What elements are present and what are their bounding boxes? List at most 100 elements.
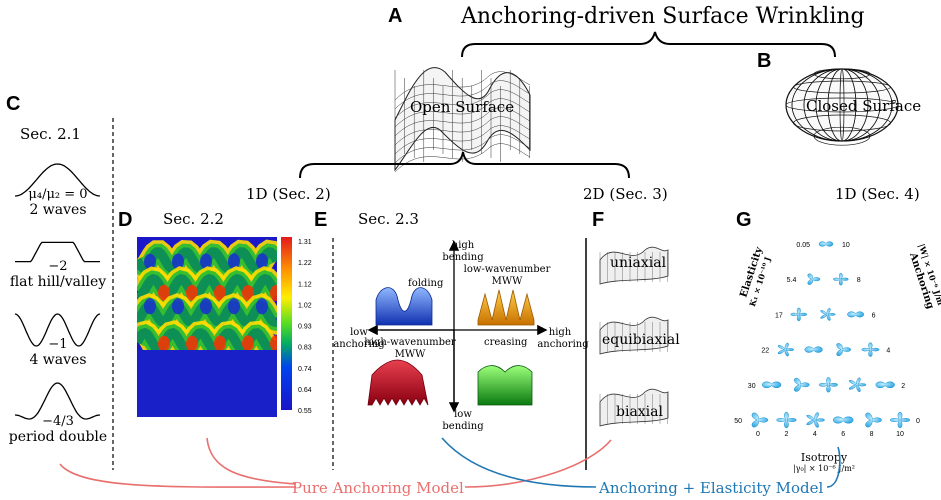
profile-curve [15, 241, 100, 263]
panel-letter-e: E [314, 209, 327, 231]
wrinkle-shape [865, 412, 882, 428]
colorbar-tick: 1.22 [298, 260, 312, 267]
right-tick: 10 [842, 242, 850, 249]
bottom-tick: 2 [784, 431, 788, 438]
wrinkle-shape [818, 241, 834, 247]
profile-label: period double [9, 429, 107, 445]
wrinkle-shape [832, 416, 854, 424]
profile-curve [14, 313, 101, 347]
wrinkle-shape [777, 342, 795, 357]
colorbar-tick: 1.12 [298, 281, 312, 288]
closed-surface-sphere [785, 68, 899, 146]
dim-brace [299, 151, 630, 179]
bottom-tick: 10 [896, 431, 904, 438]
wrinkle-shape [804, 346, 823, 353]
low-mww-shape [477, 289, 535, 326]
top-brace [461, 31, 836, 58]
wrinkle-shape [807, 273, 821, 285]
bottom-tick: 0 [756, 431, 760, 438]
wrinkle-shape [820, 307, 836, 321]
panel-letter-g: G [736, 209, 752, 231]
wrinkle-shape [836, 343, 852, 357]
colorbar-tick: 0.74 [298, 366, 312, 373]
profile-label: 2 waves [29, 202, 86, 218]
wrinkle-shape [806, 412, 826, 428]
panel-letter-b: B [757, 50, 771, 72]
right-tick: 8 [857, 277, 861, 284]
uniaxial-label: uniaxial [610, 255, 667, 271]
left-tick: 30 [748, 383, 756, 390]
anchoring-axis-label: Anchoring|W| × 10⁻⁶ J/m² [905, 242, 941, 313]
branch-2d-label: 2D (Sec. 3) [583, 185, 668, 203]
strain-meshes [599, 246, 669, 427]
panel-letter-d: D [118, 209, 132, 231]
panel-letter-f: F [592, 209, 604, 231]
right-tick: 0 [916, 418, 920, 425]
wrinkle-shape [832, 272, 849, 286]
wrinkle-shape [889, 411, 911, 429]
colorbar-tick: 1.31 [298, 239, 312, 246]
colorbar-tick: 1.02 [298, 302, 312, 309]
wrinkle-shape [861, 342, 880, 357]
profile-ratio: −2 [48, 259, 67, 274]
profile-curve [14, 382, 101, 420]
wrinkle-shape [818, 377, 839, 393]
left-tick: 50 [734, 418, 742, 425]
pure-model-connectors [59, 437, 612, 488]
elastic-model-connectors [441, 437, 841, 488]
isotropy-axis-label: Isotropy|γ₀| × 10⁻⁶ J/m² [793, 451, 855, 473]
equibiaxial-label: equibiaxial [602, 332, 680, 348]
profile-ratio: −4/3 [42, 414, 74, 429]
diagram-title: Anchoring-driven Surface Wrinkling [460, 4, 865, 29]
colorbar [281, 237, 292, 410]
branch-1d-label: 1D (Sec. 2) [246, 185, 331, 203]
wrinkle-shape [793, 377, 810, 392]
heatmap [137, 237, 277, 417]
colorbar-ticks: 1.311.221.121.020.930.830.740.640.55 [298, 239, 312, 415]
profile-label: flat hill/valley [10, 274, 106, 290]
right-tick: 2 [901, 383, 905, 390]
panel-letter-c: C [6, 93, 20, 115]
open-surface-mesh [394, 67, 531, 173]
left-tick: 17 [775, 312, 783, 319]
creasing-shape [477, 365, 533, 406]
wrinkle-shape [790, 307, 808, 322]
right-tick: 4 [886, 348, 890, 355]
bottom-tick: 4 [813, 431, 817, 438]
biaxial-label: biaxial [616, 404, 664, 420]
colorbar-tick: 0.64 [298, 387, 312, 394]
high-mww-shape [367, 359, 429, 406]
sec4-label: 1D (Sec. 4) [835, 185, 920, 203]
right-tick: 6 [872, 312, 876, 319]
folding-shape [375, 287, 433, 326]
elastic-model-label: Anchoring + Elasticity Model [598, 479, 823, 497]
folding-label: folding [408, 278, 444, 289]
wrinkle-shape [776, 411, 797, 429]
elasticity-axis-label: ElasticityK₁ × 10⁻¹⁰ J [737, 245, 775, 308]
left-tick: 5.4 [787, 277, 797, 284]
bottom-tick: 6 [841, 431, 845, 438]
profile-ratio: μ₄/μ₂ = 0 [28, 187, 87, 202]
colorbar-tick: 0.55 [298, 408, 312, 415]
profile-curve [14, 163, 101, 197]
panel-letter-a: A [388, 5, 402, 27]
bottom-tick: 8 [870, 431, 874, 438]
wrinkle-shape [847, 311, 865, 318]
creasing-label: creasing [484, 337, 528, 348]
colorbar-tick: 0.83 [298, 345, 312, 352]
left-tick: 0.05 [796, 242, 810, 249]
profile-label: 4 waves [29, 352, 86, 368]
sec22-label: Sec. 2.2 [163, 210, 224, 228]
wrinkle-shape [875, 381, 895, 389]
sec21-label: Sec. 2.1 [20, 125, 81, 143]
open-surface-label: Open Surface [410, 98, 514, 116]
wrinkle-shape [751, 412, 769, 428]
